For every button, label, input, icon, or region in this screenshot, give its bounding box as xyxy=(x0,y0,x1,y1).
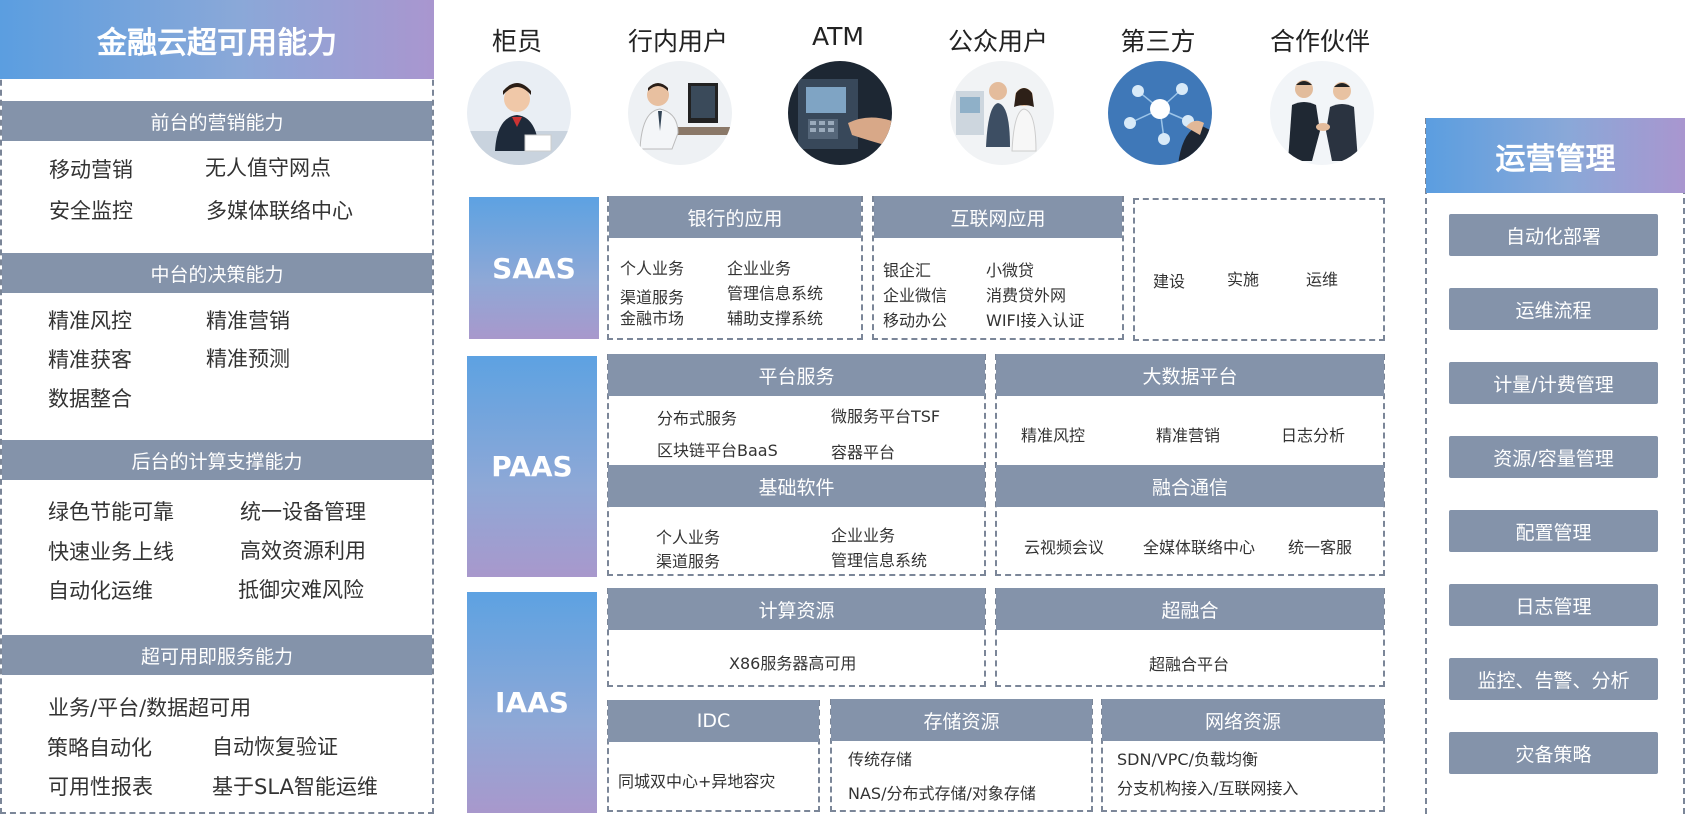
internet-app-item: 消费贷外网 xyxy=(986,286,1067,305)
atm-photo-icon xyxy=(788,61,892,165)
unified-comm-item: 全媒体联络中心 xyxy=(1143,538,1256,557)
left-panel-title: 金融云超可用能力 xyxy=(0,0,434,79)
bigdata-item: 精准营销 xyxy=(1156,426,1221,445)
capability-item: 业务/平台/数据超可用 xyxy=(48,696,252,720)
unified-comm-item: 统一客服 xyxy=(1288,538,1353,557)
capability-item: 绿色节能可靠 xyxy=(48,500,174,524)
capability-item: 基于SLA智能运维 xyxy=(212,775,378,799)
third-party-network-photo-icon xyxy=(1108,61,1212,165)
customer-label: 公众用户 xyxy=(947,27,1048,56)
storage-item: NAS/分布式存储/对象存储 xyxy=(848,784,1036,803)
internet-app-item: 小微贷 xyxy=(986,261,1035,280)
section-header-backend: 后台的计算支撑能力 xyxy=(2,440,432,480)
saas-service-item: 建设 xyxy=(1153,272,1186,291)
customer-label: 第三方 xyxy=(1120,27,1196,56)
saas-service-item: 实施 xyxy=(1227,270,1260,289)
capability-item: 策略自动化 xyxy=(47,736,152,760)
public-users-photo-icon xyxy=(950,61,1054,165)
platform-service-item: 容器平台 xyxy=(831,443,896,462)
saas-service-item: 运维 xyxy=(1306,270,1339,289)
customer-label: 柜员 xyxy=(491,27,542,56)
capability-item: 抵御灾难风险 xyxy=(238,578,364,602)
capability-item: 可用性报表 xyxy=(48,775,153,799)
platform-service-item: 区块链平台BaaS xyxy=(657,441,778,460)
hci-header: 超融合 xyxy=(996,588,1384,630)
bank-app-item: 个人业务 xyxy=(620,259,685,278)
base-software-item: 个人业务 xyxy=(656,528,721,547)
bank-apps-header: 银行的应用 xyxy=(609,196,861,238)
capability-item: 多媒体联络中心 xyxy=(206,199,353,223)
network-header: 网络资源 xyxy=(1102,699,1384,741)
ops-item: 运维流程 xyxy=(1449,288,1658,330)
internet-app-item: 移动办公 xyxy=(883,311,948,330)
internet-app-item: 企业微信 xyxy=(883,286,948,305)
ops-item: 资源/容量管理 xyxy=(1449,436,1658,478)
section-header-hyper-available: 超可用即服务能力 xyxy=(2,635,432,675)
ops-item: 自动化部署 xyxy=(1449,214,1658,256)
capability-item: 自动恢复验证 xyxy=(212,735,338,759)
bigdata-item: 精准风控 xyxy=(1021,426,1086,445)
network-item: 分支机构接入/互联网接入 xyxy=(1117,779,1299,798)
platform-service-item: 分布式服务 xyxy=(657,409,738,428)
compute-item: X86服务器高可用 xyxy=(729,654,857,673)
handshake-photo-icon xyxy=(1270,61,1374,165)
base-software-header: 基础软件 xyxy=(608,465,985,507)
customer-label: ATM xyxy=(811,22,864,51)
section-header-frontend: 前台的营销能力 xyxy=(2,101,432,141)
capability-item: 移动营销 xyxy=(49,158,133,182)
capability-item: 无人值守网点 xyxy=(205,156,331,180)
capability-item: 精准营销 xyxy=(206,309,290,333)
base-software-item: 管理信息系统 xyxy=(831,551,928,570)
platform-service-item: 微服务平台TSF xyxy=(831,407,941,426)
capability-item: 安全监控 xyxy=(49,199,133,223)
paas-layer-label: PAAS xyxy=(467,356,597,577)
saas-services-box xyxy=(1133,198,1385,341)
hci-item: 超融合平台 xyxy=(1149,655,1230,674)
base-software-item: 渠道服务 xyxy=(656,552,721,571)
iaas-layer-label: IAAS xyxy=(467,592,597,813)
ops-item: 灾备策略 xyxy=(1449,732,1658,774)
internet-app-item: WIFI接入认证 xyxy=(986,311,1085,330)
unified-comm-header: 融合通信 xyxy=(996,465,1384,507)
capability-item: 精准获客 xyxy=(48,348,132,372)
storage-item: 传统存储 xyxy=(848,750,913,769)
capability-item: 统一设备管理 xyxy=(240,500,366,524)
office-worker-photo-icon xyxy=(628,61,732,165)
internet-apps-header: 互联网应用 xyxy=(874,196,1122,238)
bank-app-item: 金融市场 xyxy=(620,309,685,328)
ops-item: 配置管理 xyxy=(1449,510,1658,552)
saas-layer-label: SAAS xyxy=(469,197,599,339)
capability-item: 自动化运维 xyxy=(48,579,153,603)
customer-label: 合作伙伴 xyxy=(1269,27,1370,56)
storage-header: 存储资源 xyxy=(831,699,1092,741)
idc-item: 同城双中心+异地容灾 xyxy=(618,772,776,791)
left-panel xyxy=(0,0,434,814)
bigdata-header: 大数据平台 xyxy=(996,354,1384,396)
network-item: SDN/VPC/负载均衡 xyxy=(1117,750,1258,769)
capability-item: 精准风控 xyxy=(48,309,132,333)
bank-app-item: 管理信息系统 xyxy=(727,284,824,303)
ops-item: 监控、告警、分析 xyxy=(1449,658,1658,700)
capability-item: 高效资源利用 xyxy=(240,539,366,563)
customer-label: 行内用户 xyxy=(627,27,728,56)
teller-photo-icon xyxy=(467,61,571,165)
base-software-item: 企业业务 xyxy=(831,526,896,545)
compute-header: 计算资源 xyxy=(608,588,985,630)
internet-app-item: 银企汇 xyxy=(883,261,932,280)
section-header-middle: 中台的决策能力 xyxy=(2,253,432,293)
capability-item: 数据整合 xyxy=(48,387,132,411)
bank-app-item: 辅助支撑系统 xyxy=(727,309,824,328)
ops-item: 计量/计费管理 xyxy=(1449,362,1658,404)
capability-item: 精准预测 xyxy=(206,347,290,371)
platform-services-header: 平台服务 xyxy=(608,354,985,396)
bank-app-item: 渠道服务 xyxy=(620,288,685,307)
idc-header: IDC xyxy=(608,700,819,742)
capability-item: 快速业务上线 xyxy=(48,540,174,564)
bank-app-item: 企业业务 xyxy=(727,259,792,278)
bigdata-item: 日志分析 xyxy=(1281,426,1346,445)
ops-panel-title: 运营管理 xyxy=(1426,118,1685,193)
unified-comm-item: 云视频会议 xyxy=(1024,538,1105,557)
ops-item: 日志管理 xyxy=(1449,584,1658,626)
